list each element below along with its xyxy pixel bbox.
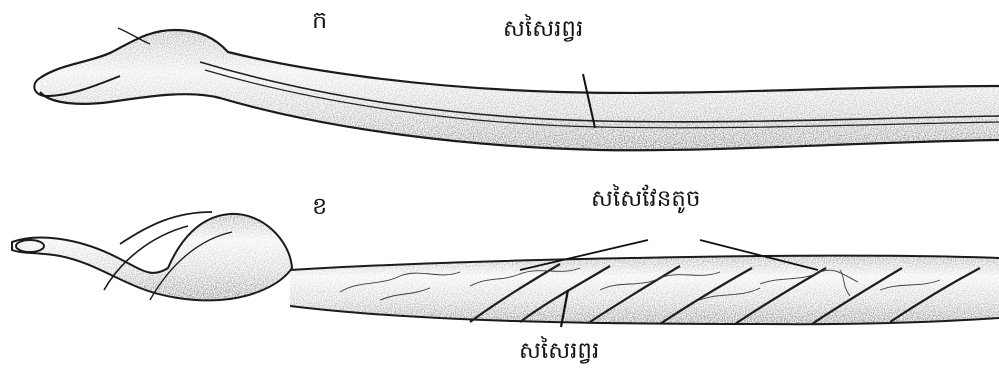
strand-b-body xyxy=(290,256,999,325)
fine-fibers-label: សសៃវែនតូច xyxy=(591,188,701,211)
panel-b-label: ខ xyxy=(312,194,327,218)
strand-b-curl xyxy=(12,214,292,300)
fiber-label-bottom: សសៃរព្វរ xyxy=(519,340,599,363)
panel-a-label: ក xyxy=(312,8,327,32)
strand-b xyxy=(12,212,999,324)
strand-b-tip xyxy=(16,240,44,252)
fiber-label-top: សសៃរព្វរ xyxy=(503,18,583,41)
strand-a xyxy=(34,28,999,150)
